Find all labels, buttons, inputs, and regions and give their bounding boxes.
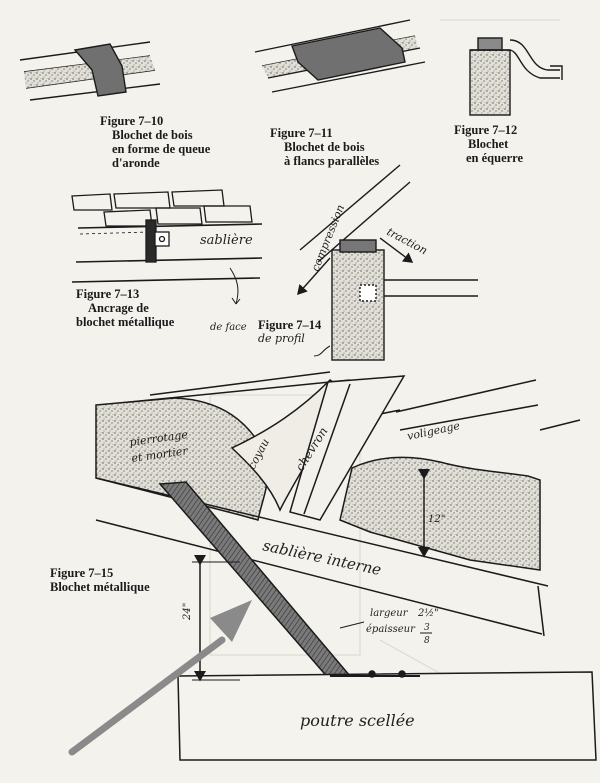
figure-7-15-drawing (95, 371, 597, 761)
caption-line: blochet métallique (76, 315, 175, 329)
figure-7-11-drawing (254, 19, 426, 93)
caption-figure-7-12: Figure 7–12 Blochet en équerre (454, 123, 523, 165)
caption-line: Ancrage de (88, 301, 149, 315)
figure-7-13-drawing (71, 189, 263, 305)
label-epaisseur: épaisseur (366, 624, 416, 635)
highlight-arrow (68, 600, 252, 756)
caption-line: en équerre (466, 151, 524, 165)
label-dim-24: 24" (182, 603, 193, 621)
caption-number: Figure 7–13 (76, 287, 140, 301)
label-traction: traction (385, 225, 430, 257)
caption-number: Figure 7–11 (270, 126, 333, 140)
label-dim-12: 12" (428, 514, 445, 525)
caption-figure-7-13: Figure 7–13 Ancrage de blochet métalliqu… (76, 287, 174, 329)
caption-number: Figure 7–10 (100, 114, 164, 128)
caption-figure-7-11: Figure 7–11 Blochet de bois à flancs par… (270, 126, 379, 168)
label-voligeage: voligeage (406, 419, 462, 443)
caption-number: Figure 7–12 (454, 123, 518, 137)
label-epaisseur-denominator: 8 (424, 636, 430, 646)
caption-line: Blochet métallique (50, 580, 150, 594)
label-sabliere: sablière (200, 233, 253, 248)
figure-7-10-drawing (19, 41, 161, 101)
figure-7-12-drawing (469, 37, 563, 116)
caption-number: Figure 7–15 (50, 566, 114, 580)
caption-line: en forme de queue (112, 142, 211, 156)
caption-line: Blochet de bois (284, 140, 365, 154)
caption-line: d'aronde (112, 156, 160, 170)
figure-7-14-drawing (297, 164, 478, 361)
caption-number: Figure 7–14 (258, 318, 322, 332)
label-de-face: de face (210, 322, 247, 333)
label-largeur-value: 2½" (417, 608, 439, 619)
caption-line: Blochet (468, 137, 509, 151)
caption-figure-7-14: Figure 7–14 de profil (258, 318, 321, 346)
caption-line: à flancs parallèles (284, 154, 380, 168)
label-largeur: largeur (370, 608, 409, 619)
caption-line: de profil (258, 332, 305, 345)
label-epaisseur-numerator: 3 (424, 623, 430, 633)
caption-figure-7-15: Figure 7–15 Blochet métallique (50, 566, 150, 594)
label-poutre-scellee: poutre scellée (300, 711, 415, 730)
caption-line: Blochet de bois (112, 128, 193, 142)
caption-figure-7-10: Figure 7–10 Blochet de bois en forme de … (100, 114, 210, 170)
